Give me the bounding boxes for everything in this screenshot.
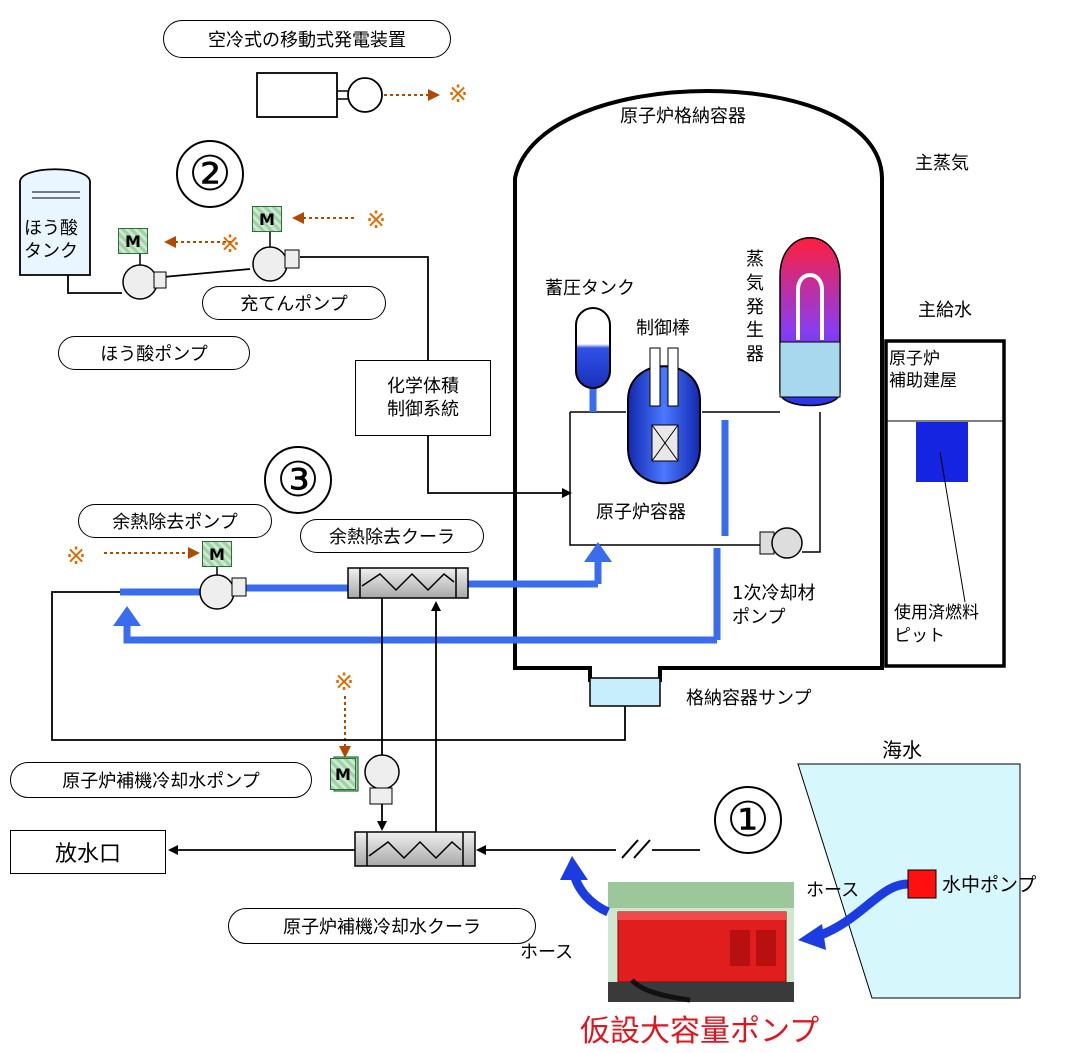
charging-pump-icon: [252, 230, 300, 282]
rhr-pump-label: 余熱除去ポンプ: [78, 504, 272, 538]
big-pump-photo: [608, 882, 794, 1003]
hose-label-right: ホース: [806, 880, 860, 901]
charging-pump-label: 充てんポンプ: [202, 286, 386, 320]
ccw-cooler-label: 原子炉補機冷却水クーラ: [228, 908, 536, 944]
ccw-cooler-heat-exchanger-icon: [354, 831, 476, 867]
power-mark-5: ※: [334, 668, 355, 696]
charging-pump-motor-icon: M: [252, 206, 282, 232]
boric-pump-motor-icon: M: [118, 228, 148, 254]
power-mark-4: ※: [66, 542, 87, 570]
main-steam-label: 主蒸気: [915, 153, 969, 174]
boric-pump-label: ほう酸ポンプ: [58, 336, 250, 370]
boric-acid-tank: [19, 168, 91, 276]
accumulator: [575, 307, 611, 389]
submersible-pump-label: 水中ポンプ: [942, 874, 1037, 896]
rcp-label: 1次冷却材 ポンプ: [732, 583, 816, 629]
cvcs-box: 化学体積 制御系統: [355, 360, 491, 436]
accumulator-label: 蓄圧タンク: [545, 278, 635, 299]
ccw-pump-label: 原子炉補機冷却水ポンプ: [10, 762, 312, 798]
power-mark-2: ※: [220, 230, 241, 258]
aux-building-label: 原子炉 補助建屋: [889, 349, 957, 392]
boric-pump-icon: [122, 248, 167, 300]
ccw-pump-motor-icon: M: [330, 758, 356, 790]
step-number-2: ②: [176, 140, 244, 208]
rhr-cooler-label: 余熱除去クーラ: [300, 519, 484, 553]
step-number-3: ③: [264, 446, 332, 514]
main-feedwater-label: 主給水: [918, 300, 972, 321]
spent-fuel-pit-label: 使用済燃料 ピット: [894, 603, 979, 646]
hose-label-left: ホース: [520, 942, 574, 963]
boric-tank-label: ほう酸 タンク: [24, 218, 78, 262]
rcp-pump-icon: [759, 527, 803, 559]
spent-fuel-pool: [916, 422, 968, 482]
step-number-1: ①: [714, 786, 782, 854]
rhr-pump-icon: [199, 566, 247, 610]
power-mark-1: ※: [448, 80, 469, 108]
discharge-box: 放水口: [10, 830, 166, 874]
mobile-generator-label: 空冷式の移動式発電装置: [163, 20, 451, 58]
reactor-vessel-label: 原子炉容器: [596, 502, 686, 523]
seawater-label: 海水: [882, 738, 922, 762]
rhr-cooler-heat-exchanger-icon: [347, 567, 469, 599]
sump-label: 格納容器サンプ: [686, 688, 812, 709]
control-rod-label: 制御棒: [636, 318, 690, 339]
big-pump-title: 仮設大容量ポンプ: [580, 1014, 820, 1049]
generator-box: [256, 72, 338, 118]
rhr-pump-motor-icon: M: [202, 541, 232, 567]
containment-outline: [513, 89, 884, 682]
sump: [589, 677, 661, 707]
aux-building-outline: [884, 339, 1006, 668]
steam-generator-label: 蒸 気 発 生 器: [746, 249, 764, 365]
power-mark-3: ※: [366, 206, 387, 234]
containment-label: 原子炉格納容器: [620, 106, 746, 127]
submersible-pump: [907, 869, 937, 899]
